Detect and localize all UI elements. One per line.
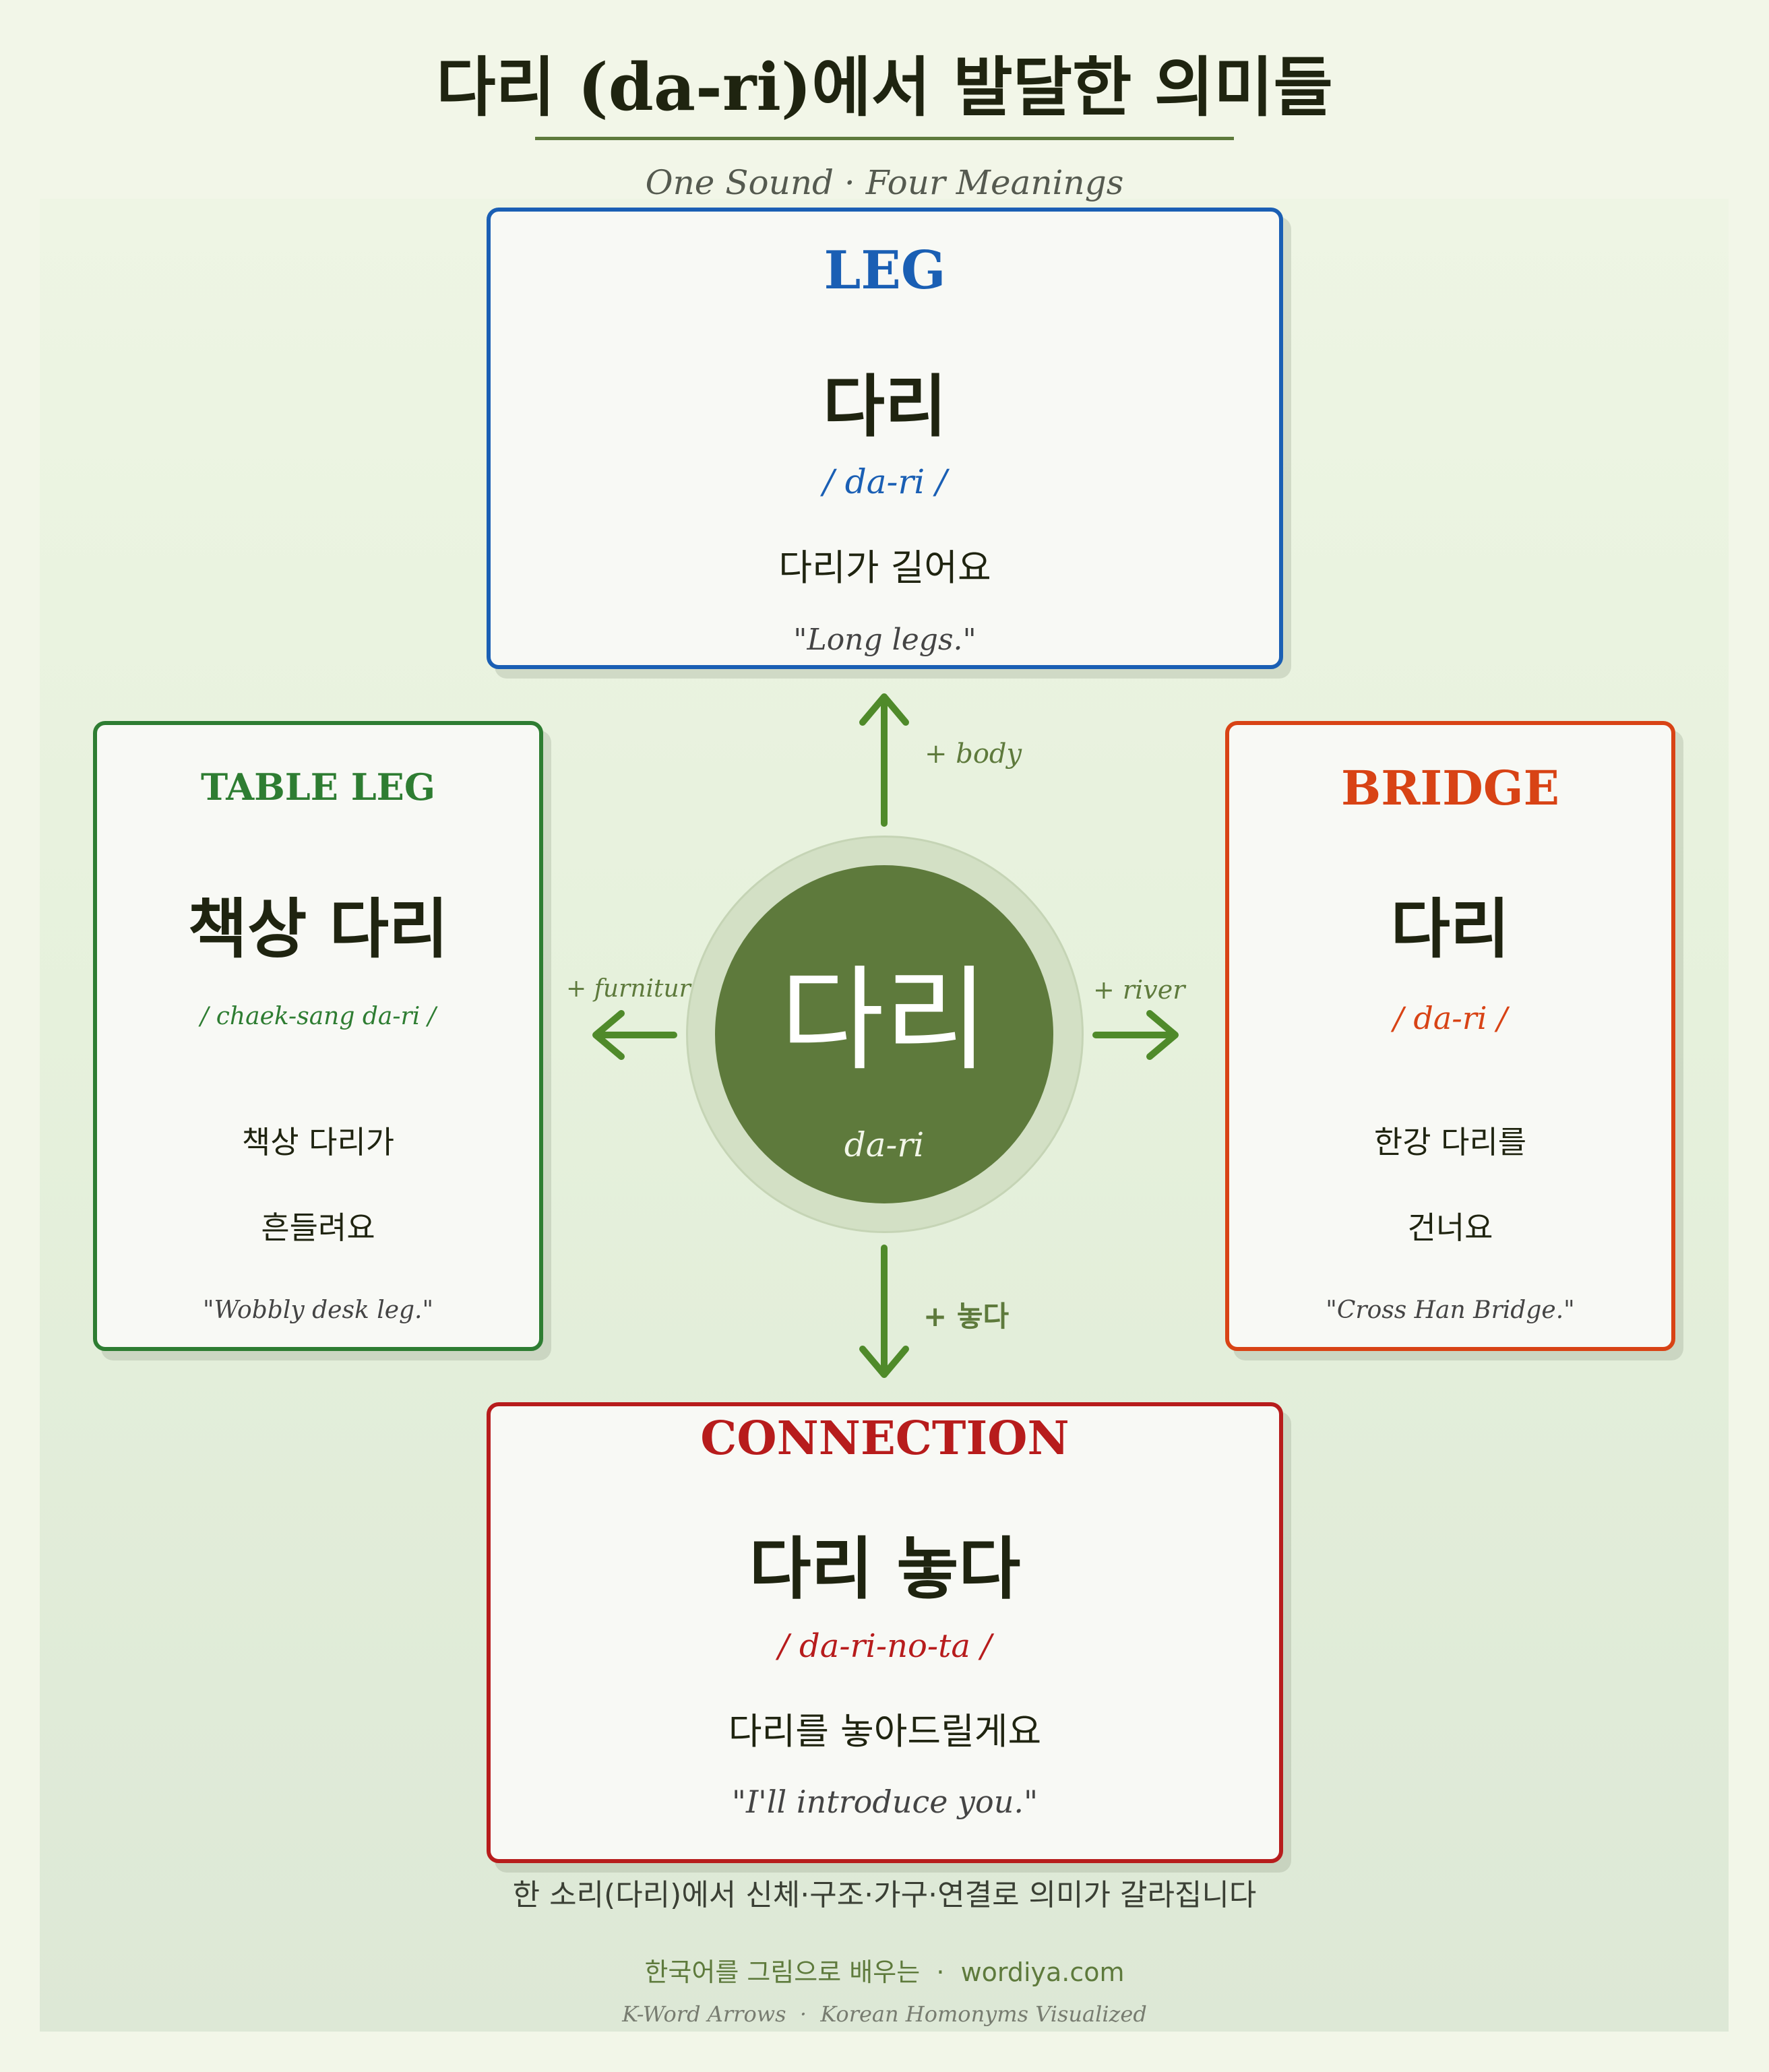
- card-table-leg-header: TABLE LEG: [201, 765, 435, 809]
- card-connection-header: CONNECTION: [700, 1412, 1069, 1466]
- arrow-label-down: + 놓다: [923, 1300, 1010, 1333]
- arrow-right-icon: [1092, 1010, 1179, 1060]
- card-leg-example: 다리가 길어요: [778, 546, 991, 589]
- caption: 한 소리(다리)에서 신체·구조·가구·연결로 의미가 갈라집니다: [512, 1878, 1257, 1912]
- page-title: 다리 (da-ri)에서 발달한 의미들: [436, 49, 1333, 125]
- card-connection-example: 다리를 놓아드릴게요: [728, 1710, 1042, 1753]
- footer-series: K-Word Arrows · Korean Homonyms Visualiz…: [622, 2001, 1147, 2027]
- card-bridge: BRIDGE 다리 / da-ri / 한강 다리를 건너요 "Cross Ha…: [1225, 721, 1675, 1351]
- card-table-leg-example-1: 책상 다리가: [241, 1124, 395, 1160]
- page-subtitle: One Sound · Four Meanings: [645, 163, 1124, 202]
- card-table-leg-example-2: 흔들려요: [261, 1210, 375, 1246]
- card-bridge-header: BRIDGE: [1341, 760, 1559, 816]
- card-leg-romanization: / da-ri /: [822, 462, 948, 501]
- card-table-leg-romanization: / chaek-sang da-ri /: [200, 1003, 436, 1030]
- card-connection-romanization: / da-ri-no-ta /: [778, 1627, 992, 1665]
- arrow-label-left: + furniture: [566, 975, 706, 1003]
- card-leg-header: LEG: [824, 240, 946, 301]
- card-bridge-word: 다리: [1390, 891, 1510, 967]
- card-bridge-romanization: / da-ri /: [1393, 1000, 1508, 1036]
- card-leg: LEG 다리 / da-ri / 다리가 길어요 "Long legs.": [487, 208, 1283, 669]
- arrow-label-up: + body: [925, 739, 1022, 770]
- card-table-leg-translation: "Wobbly desk leg.": [202, 1296, 434, 1324]
- card-connection-translation: "I'll introduce you.": [731, 1784, 1038, 1820]
- card-bridge-example-2: 건너요: [1407, 1210, 1493, 1246]
- footer-brand: 한국어를 그림으로 배우는 · wordiya.com: [644, 1957, 1125, 1987]
- card-leg-translation: "Long legs.": [793, 623, 976, 657]
- card-table-leg-word: 책상 다리: [187, 891, 449, 967]
- card-connection: CONNECTION 다리 놓다 / da-ri-no-ta / 다리를 놓아드…: [487, 1402, 1283, 1863]
- card-connection-word: 다리 놓다: [749, 1530, 1021, 1608]
- arrow-left-icon: [592, 1010, 677, 1060]
- center-word: 다리: [780, 954, 989, 1086]
- card-leg-word: 다리: [823, 367, 947, 446]
- center-circle: [715, 865, 1053, 1203]
- arrow-down-icon: [859, 1245, 909, 1378]
- card-bridge-translation: "Cross Han Bridge.": [1326, 1296, 1575, 1324]
- card-bridge-example-1: 한강 다리를: [1373, 1124, 1527, 1160]
- arrow-up-icon: [859, 693, 909, 827]
- arrow-label-right: + river: [1093, 975, 1185, 1005]
- title-underline: [535, 137, 1234, 140]
- card-table-leg: TABLE LEG 책상 다리 / chaek-sang da-ri / 책상 …: [93, 721, 543, 1351]
- center-romanization: da-ri: [844, 1125, 925, 1164]
